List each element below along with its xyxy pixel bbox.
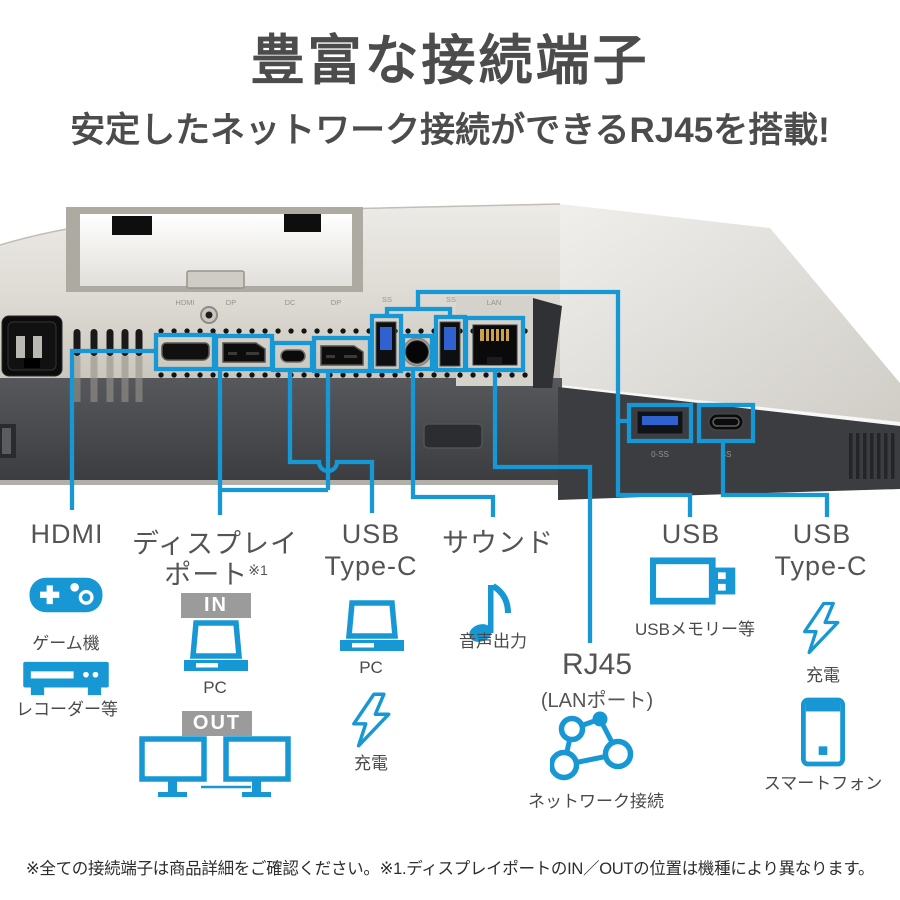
out-badge: OUT bbox=[182, 711, 252, 736]
rj45-highlight-box bbox=[463, 315, 526, 373]
label-sound: サウンド bbox=[442, 528, 554, 558]
label-usb-type-c-rear-line2: Type-C bbox=[324, 551, 418, 581]
rj45-port bbox=[472, 324, 518, 366]
svg-text:0-SS: 0-SS bbox=[651, 450, 669, 459]
power-inlet bbox=[1, 315, 63, 377]
caption-pc-in: PC bbox=[203, 678, 227, 697]
usb-c-rear-callout-line bbox=[287, 371, 375, 513]
label-usb-type-c-rear-line1: USB bbox=[341, 519, 401, 549]
bottom-bezel-left bbox=[0, 378, 562, 481]
side-port-markings: 0-SS SS bbox=[651, 450, 731, 459]
housing-shadow-wedge bbox=[533, 298, 562, 388]
recorder-icon bbox=[22, 659, 110, 697]
displayport-word: ポート bbox=[164, 560, 249, 590]
caption-game-console: ゲーム機 bbox=[32, 634, 100, 653]
audio-callout-line bbox=[410, 370, 496, 517]
audio-highlight-box bbox=[400, 333, 435, 372]
label-hdmi: HDMI bbox=[30, 519, 104, 549]
svg-text:SS: SS bbox=[382, 295, 392, 304]
svg-text:DP: DP bbox=[331, 298, 341, 307]
charge-bolt-icon-rear bbox=[350, 692, 392, 748]
svg-text:SS: SS bbox=[446, 295, 456, 304]
network-icon bbox=[550, 709, 646, 787]
caption-audio-out: 音声出力 bbox=[459, 632, 527, 651]
screw-hole bbox=[200, 306, 218, 324]
hdmi-port bbox=[161, 342, 210, 361]
usb-memory-icon bbox=[650, 557, 738, 605]
displayport-note-ref: ※1 bbox=[248, 562, 268, 578]
usb-a-side-port bbox=[636, 410, 684, 435]
in-badge: IN bbox=[181, 593, 251, 618]
caption-recorder: レコーダー等 bbox=[16, 700, 118, 719]
label-usb-type-c-side-line2: Type-C bbox=[774, 551, 868, 581]
vesa-recess bbox=[66, 207, 363, 292]
usb-c-side-callout-line bbox=[720, 441, 830, 517]
smartphone-icon bbox=[801, 697, 845, 767]
displayport-1-port bbox=[222, 342, 266, 363]
label-rj45-lan: (LANポート) bbox=[540, 690, 654, 712]
monitor-back-sweep bbox=[560, 204, 900, 425]
stand-mount-clip bbox=[186, 270, 245, 289]
dual-monitors-icon bbox=[139, 736, 291, 798]
panel-markings: HDMI DP DC DP SS SS LAN bbox=[175, 295, 501, 307]
caption-usb-memory: USBメモリー等 bbox=[635, 620, 755, 639]
svg-text:DP: DP bbox=[226, 298, 236, 307]
rj45-callout-line bbox=[492, 371, 593, 643]
hdmi-callout-line bbox=[69, 348, 157, 510]
caption-charge-side: 充電 bbox=[806, 666, 840, 685]
pc-laptop-icon-usbc bbox=[337, 600, 407, 656]
caption-network: ネットワーク接続 bbox=[528, 792, 664, 811]
port-highlight-boxes bbox=[153, 313, 756, 444]
page-title: 豊富な接続端子 bbox=[250, 31, 650, 91]
game-controller-icon bbox=[27, 571, 105, 619]
audio-jack-port bbox=[402, 337, 432, 367]
svg-text:DC: DC bbox=[285, 298, 296, 307]
bezel-bottom-edge bbox=[0, 480, 562, 485]
usb-a-side-callout-line bbox=[384, 289, 693, 517]
label-rj45: RJ45 bbox=[561, 648, 633, 681]
svg-text:LAN: LAN bbox=[487, 298, 502, 307]
usb-a-rear-port-1 bbox=[375, 321, 397, 367]
label-displayport-line1: ディスプレイ bbox=[131, 529, 299, 559]
left-latch bbox=[0, 424, 16, 458]
usb-c-side-highlight-box bbox=[696, 402, 756, 444]
label-usb-type-c-side-line1: USB bbox=[792, 519, 852, 549]
music-note-icon bbox=[467, 582, 513, 642]
svg-text:SS: SS bbox=[721, 450, 732, 459]
charge-bolt-icon-side bbox=[801, 601, 841, 655]
page-subtitle: 安定したネットワーク接続ができるRJ45を搭載! bbox=[70, 111, 830, 150]
caption-pc-usbc: PC bbox=[359, 658, 383, 677]
svg-text:HDMI: HDMI bbox=[175, 298, 194, 307]
callout-lines bbox=[69, 289, 830, 643]
monitor-photo: HDMI DP DC DP SS SS LAN bbox=[0, 203, 900, 643]
usb-c-rear-port bbox=[280, 349, 306, 363]
displayport-2-port bbox=[320, 345, 364, 366]
usb-c-side-port bbox=[708, 413, 744, 431]
vent-dot-rows bbox=[158, 328, 533, 378]
pc-laptop-icon-in bbox=[181, 620, 251, 676]
cable-handle-recess bbox=[423, 423, 483, 449]
label-displayport-line2: ポート※1 bbox=[164, 553, 268, 592]
label-usb-side: USB bbox=[661, 519, 721, 549]
usb-a-rear-port-2 bbox=[439, 321, 461, 367]
footer-note: ※全ての接続端子は商品詳細をご確認ください。※1.ディスプレイポートのIN／OU… bbox=[25, 860, 875, 878]
right-vent-slots bbox=[849, 433, 895, 479]
caption-charge-rear: 充電 bbox=[354, 754, 388, 773]
caption-smartphone: スマートフォン bbox=[763, 774, 883, 793]
